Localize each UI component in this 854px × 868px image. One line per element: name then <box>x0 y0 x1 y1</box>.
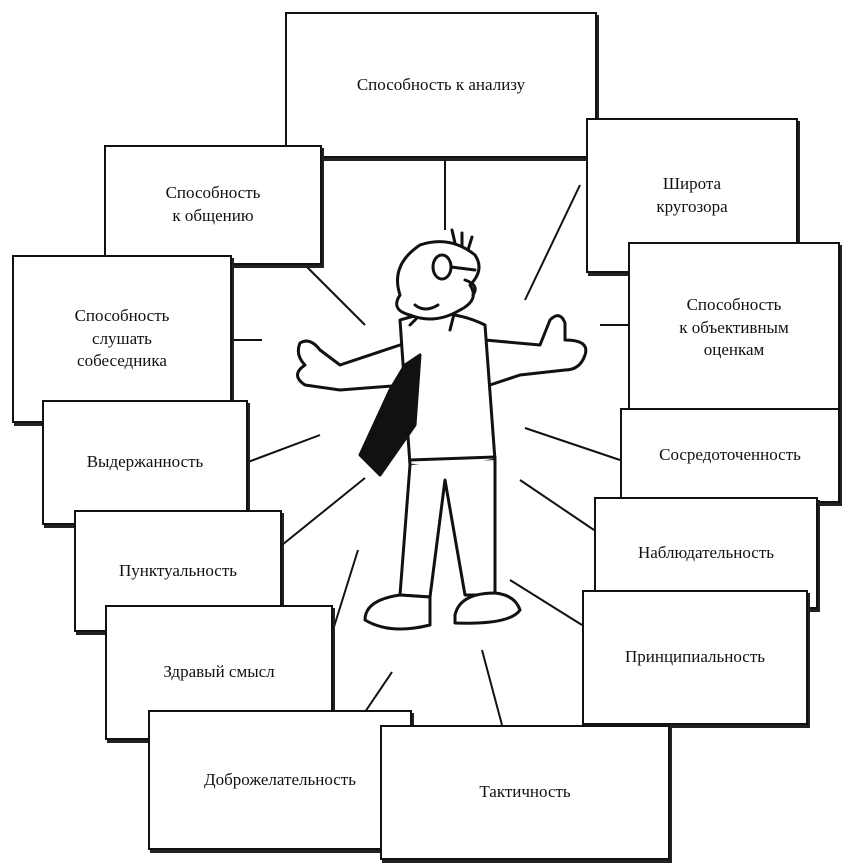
box-analysis: Способность к анализу <box>285 12 597 158</box>
label-observation: Наблюдательность <box>637 542 775 562</box>
box-goodwill: Доброжелательность <box>148 710 412 850</box>
label-common-sense: Здравый смысл <box>163 662 275 682</box>
box-objective: Способность к объективным оценкам <box>628 242 840 414</box>
label-punctuality: Пунктуальность <box>118 560 238 580</box>
label-listening: Способность слушать собеседника <box>74 305 170 371</box>
label-principle: Принципиальность <box>624 647 766 667</box>
box-listening: Способность слушать собеседника <box>12 255 232 423</box>
box-restraint: Выдержанность <box>42 400 248 525</box>
box-principle: Принципиальность <box>582 590 808 725</box>
label-concentration: Сосредоточенность <box>659 445 801 465</box>
label-objective: Способность к объективным оценкам <box>679 294 789 360</box>
label-analysis: Способность к анализу <box>356 74 526 94</box>
label-restraint: Выдержанность <box>86 452 204 472</box>
box-concentration: Сосредоточенность <box>620 408 840 503</box>
label-tact: Тактичность <box>479 782 571 802</box>
box-tact: Тактичность <box>380 725 670 860</box>
businessman-figure <box>296 228 588 631</box>
label-goodwill: Доброжелательность <box>204 769 356 789</box>
label-communication: Способность к общению <box>165 183 261 225</box>
label-outlook: Широта кругозора <box>656 173 728 216</box>
box-communication: Способность к общению <box>104 145 322 265</box>
